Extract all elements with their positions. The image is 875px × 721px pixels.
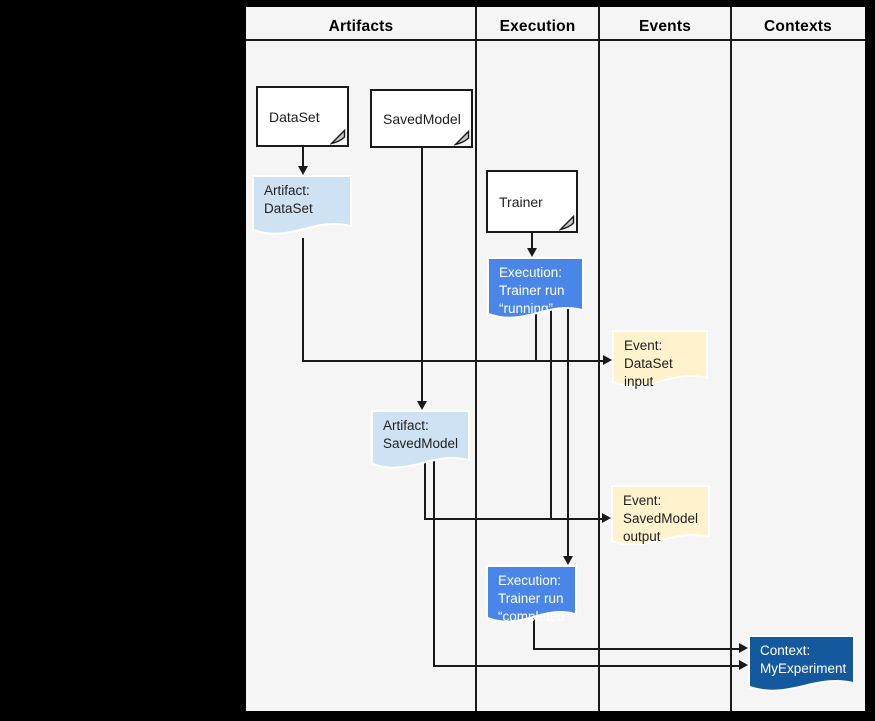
node-event-dataset-input-label: Event: DataSet input (624, 338, 673, 389)
node-execution-running-label: Execution: Trainer run “running” (499, 265, 565, 316)
node-savedmodel-label: SavedModel (383, 110, 461, 127)
node-artifact-savedmodel: Artifact: SavedModel (371, 410, 470, 472)
edge-segment (531, 233, 533, 248)
arrowhead-down-icon (527, 248, 537, 257)
edge-segment (535, 307, 537, 362)
arrowhead-right-icon (603, 355, 612, 365)
node-execution-running: Execution: Trainer run “running” (487, 257, 584, 322)
column-header-artifacts: Artifacts (328, 18, 394, 35)
edge-segment (302, 360, 604, 362)
node-event-savedmodel-output-label: Event: SavedModel output (623, 493, 699, 544)
node-dataset: DataSet (256, 86, 349, 147)
header-underline (246, 39, 865, 41)
node-dataset-label: DataSet (269, 108, 320, 125)
node-trainer-label: Trainer (499, 193, 543, 210)
edge-segment (433, 457, 435, 667)
edge-segment (302, 238, 304, 362)
node-savedmodel: SavedModel (370, 89, 473, 148)
arrowhead-right-icon (739, 660, 748, 670)
edge-segment (533, 612, 535, 650)
edge-segment (424, 518, 602, 520)
edge-segment (567, 307, 569, 556)
node-context-myexperiment-label: Context: MyExperiment (760, 643, 847, 676)
edge-segment (424, 457, 426, 520)
node-artifact-savedmodel-label: Artifact: SavedModel (383, 418, 459, 451)
folded-corner-icon (454, 129, 471, 146)
column-divider-3 (730, 7, 732, 711)
node-execution-completed-label: Execution: Trainer run “completed” (498, 573, 570, 624)
node-artifact-dataset: Artifact: DataSet (252, 175, 352, 238)
column-header-execution: Execution (499, 18, 576, 35)
arrowhead-down-icon (417, 401, 427, 410)
edge-segment (433, 665, 739, 667)
edge-segment (302, 147, 304, 167)
arrowhead-right-icon (739, 643, 748, 653)
arrowhead-down-icon (563, 556, 573, 565)
column-header-events: Events (638, 18, 692, 35)
diagram-canvas: Artifacts Execution Events Contexts (246, 7, 865, 711)
node-event-savedmodel-output: Event: SavedModel output (611, 485, 710, 549)
arrowhead-down-icon (298, 166, 308, 175)
column-divider-1 (475, 7, 477, 711)
node-context-myexperiment: Context: MyExperiment (748, 635, 855, 695)
folded-corner-icon (559, 214, 576, 231)
edge-segment (421, 148, 423, 401)
edge-segment (550, 307, 552, 520)
node-artifact-dataset-label: Artifact: DataSet (264, 183, 313, 216)
column-header-contexts: Contexts (764, 18, 832, 35)
folded-corner-icon (330, 128, 347, 145)
node-execution-completed: Execution: Trainer run “completed” (486, 565, 577, 626)
column-divider-2 (598, 7, 600, 711)
node-trainer: Trainer (486, 170, 578, 233)
arrowhead-right-icon (602, 513, 611, 523)
edge-segment (533, 648, 739, 650)
node-event-dataset-input: Event: DataSet input (612, 330, 708, 390)
